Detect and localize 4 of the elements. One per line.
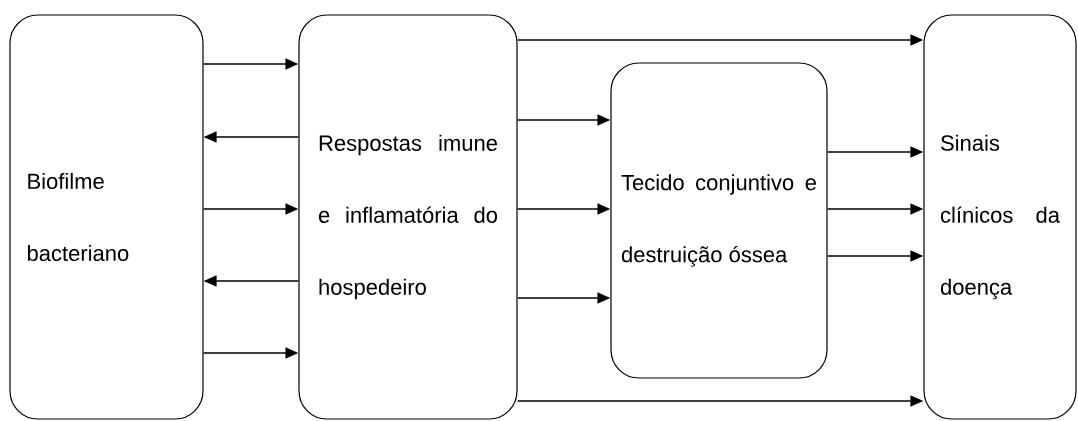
process-box: Respostas imune e inflamatória do hospedeiro [298,14,518,420]
process-box: Sinais clínicos da doença [923,14,1077,420]
process-box: Biofilme bacteriano [9,14,204,420]
process-box: Tecido conjuntivo e destruição óssea [610,62,828,379]
